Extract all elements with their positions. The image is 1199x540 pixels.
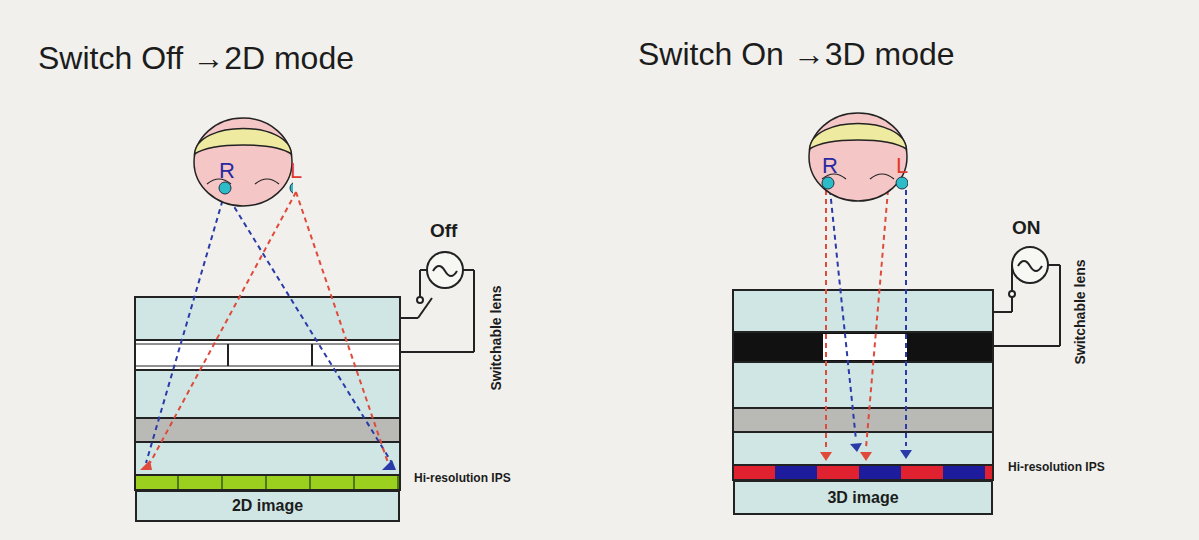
- switchable-lens-label: Switchable lens: [488, 285, 504, 390]
- eye-label: R: [219, 158, 235, 184]
- ips-label: Hi-resolution IPS: [1008, 460, 1105, 474]
- image-layer: 3D image: [733, 480, 993, 515]
- eye-label: R: [822, 153, 838, 179]
- switchable-lens-label: Switchable lens: [1072, 259, 1088, 364]
- mode-heading: Switch On →3D mode: [638, 36, 955, 73]
- eye-label: L: [896, 153, 908, 179]
- head-figure: RL: [808, 107, 908, 202]
- image-layer: 2D image: [135, 490, 400, 522]
- layer-label: 2D image: [232, 497, 303, 515]
- head-figure: RL: [193, 112, 293, 207]
- layer-label: 3D image: [827, 489, 898, 507]
- switch-state: ON: [1012, 217, 1041, 239]
- eye-label: L: [290, 158, 302, 184]
- head-outline: [193, 112, 293, 207]
- switch-state: Off: [430, 220, 457, 242]
- mode-heading: Switch Off →2D mode: [38, 40, 354, 77]
- ips-label: Hi-resolution IPS: [414, 471, 511, 485]
